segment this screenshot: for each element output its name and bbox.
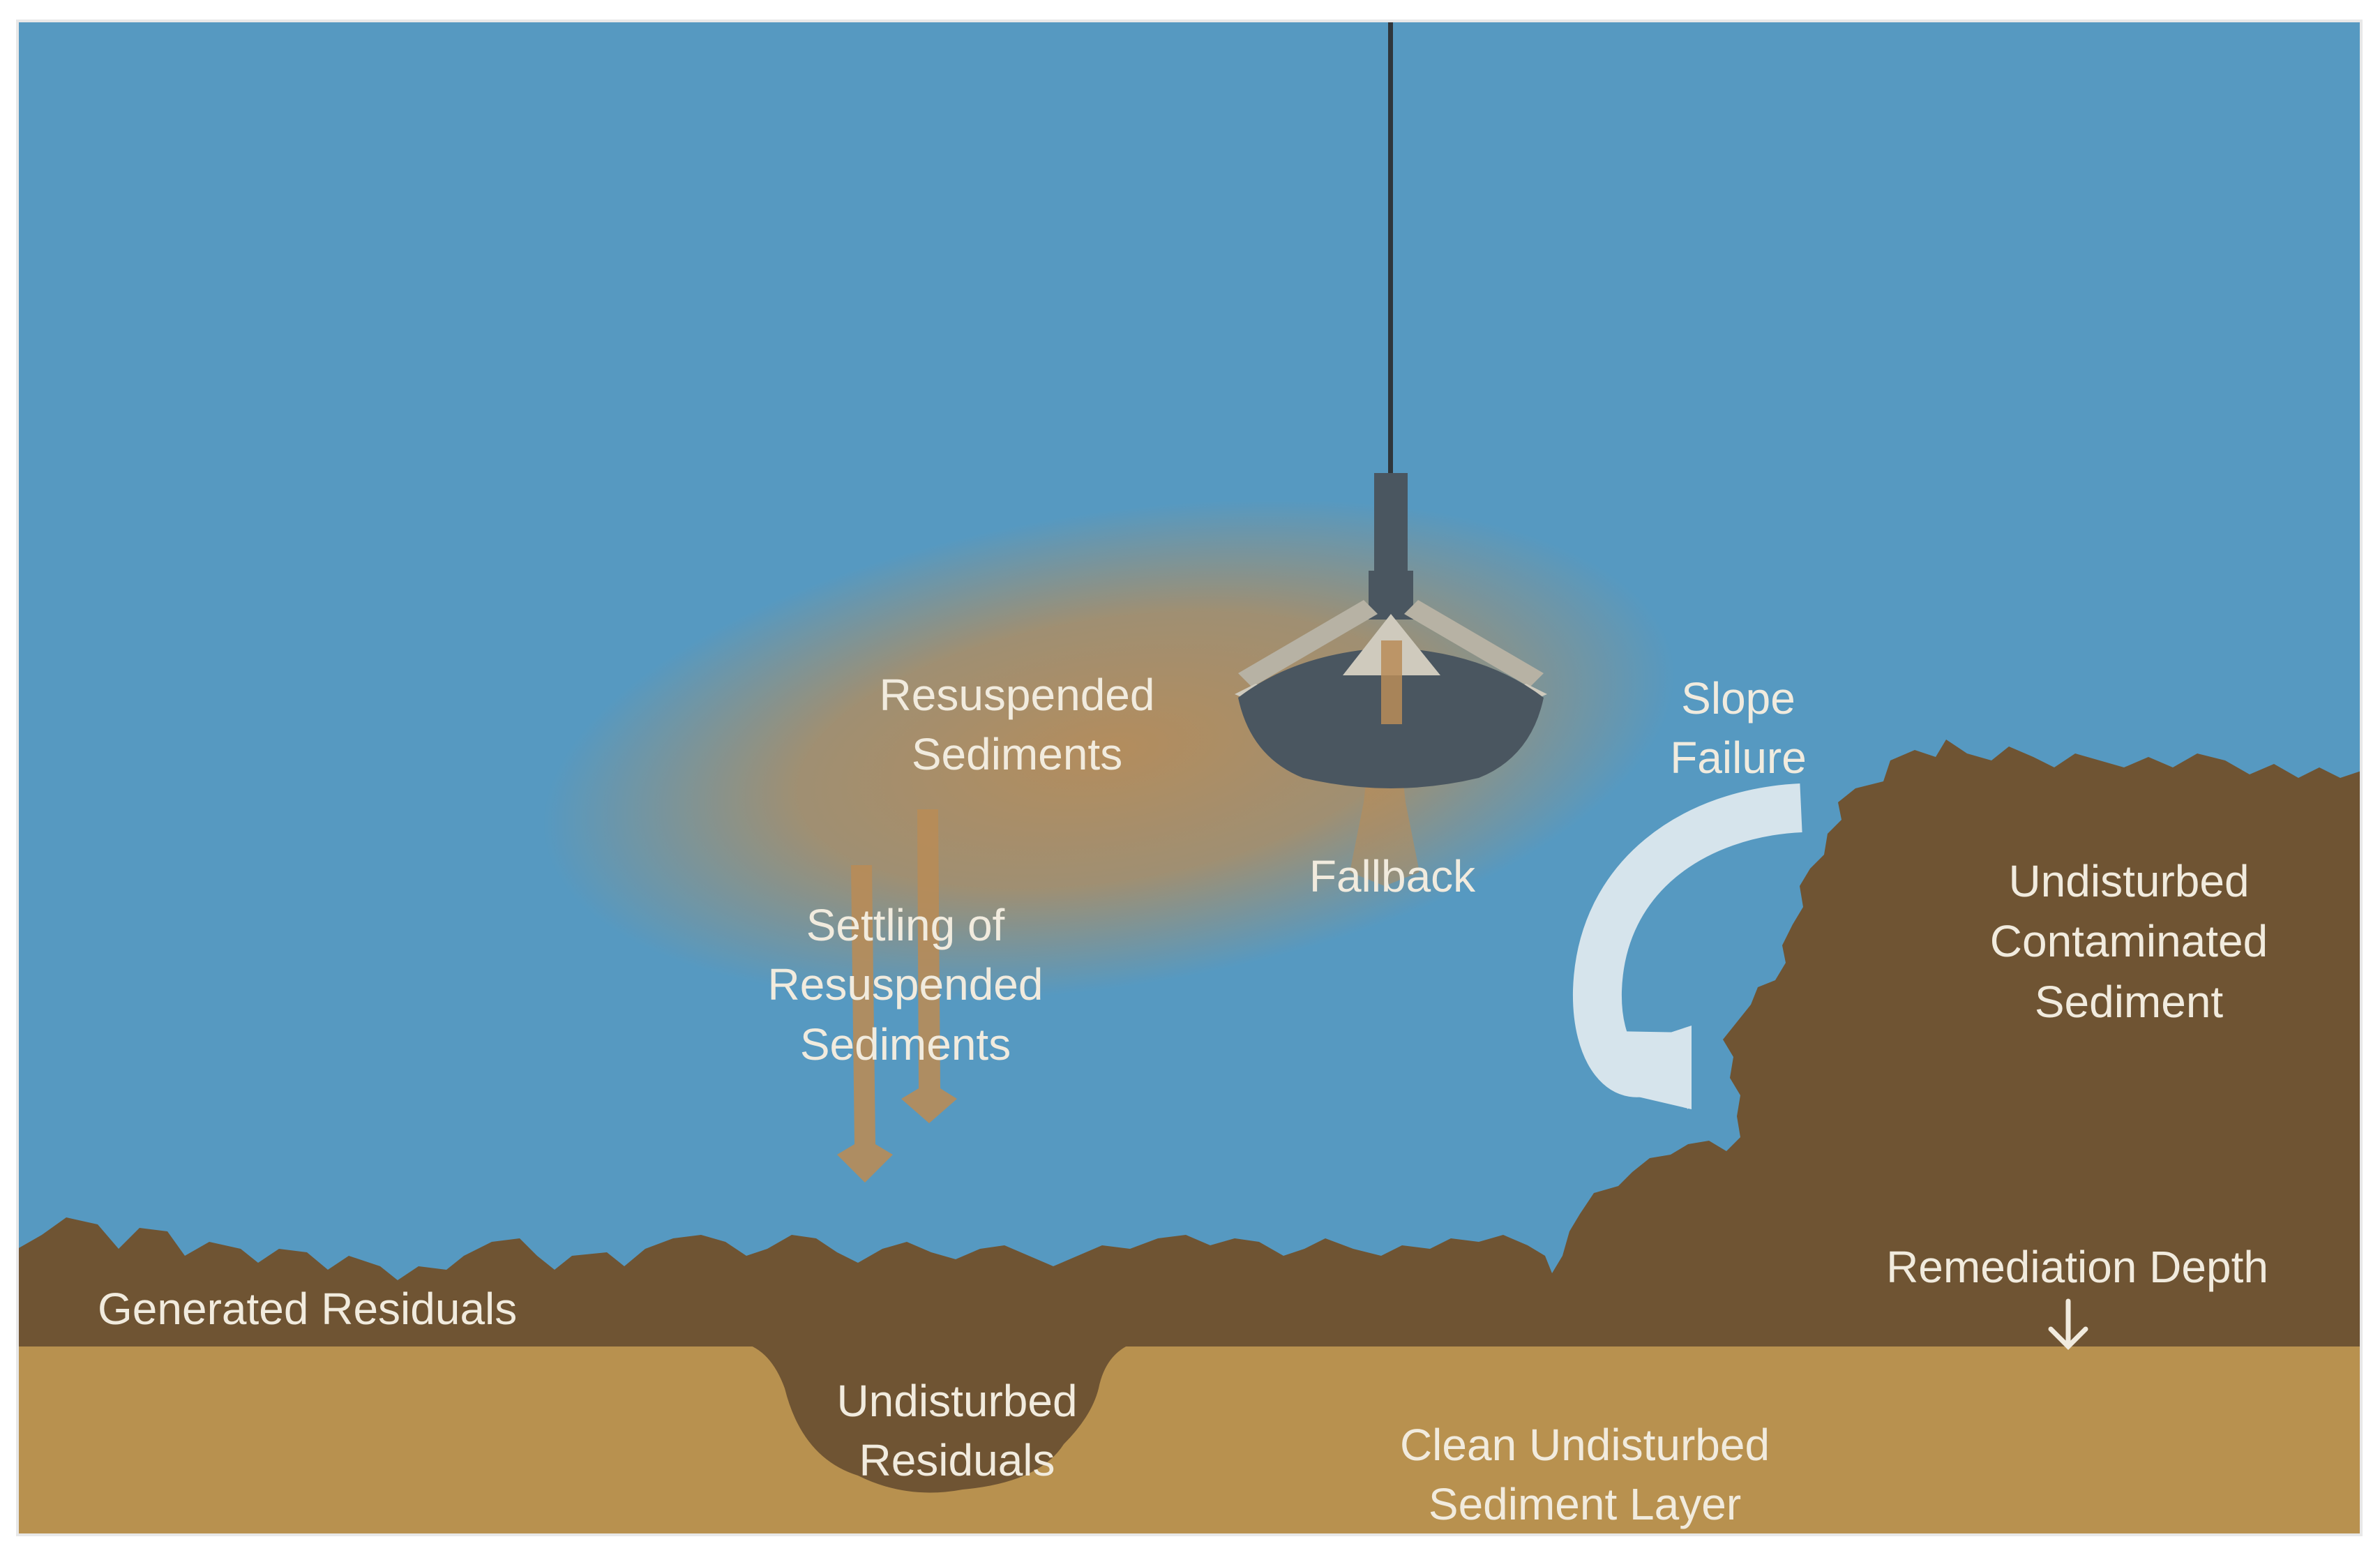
label-slope-failure-1: Slope — [1681, 673, 1795, 723]
settling-streaks — [837, 809, 957, 1183]
label-settling-2: Resuspended — [768, 959, 1044, 1010]
label-resuspended-sediments-1: Resuspended — [880, 670, 1155, 720]
label-remediation-depth: Remediation Depth — [1886, 1242, 2268, 1292]
label-fallback: Fallback — [1309, 851, 1476, 901]
label-slope-failure-2: Failure — [1670, 733, 1807, 783]
slope-failure-arrow — [1572, 783, 1803, 1109]
label-resuspended-sediments-2: Sediments — [912, 729, 1122, 779]
label-clean-sediment-layer-1: Clean Undisturbed — [1400, 1420, 1770, 1470]
label-generated-residuals: Generated Residuals — [98, 1284, 517, 1334]
remediation-depth-arrow — [2048, 1298, 2088, 1350]
label-clean-sediment-layer-2: Sediment Layer — [1429, 1479, 1741, 1529]
clean-sediment-layer — [17, 1346, 2361, 1535]
clamshell-bucket — [1235, 473, 1547, 788]
dredge-cable — [1388, 21, 1393, 474]
figure-border — [16, 20, 2363, 1536]
label-undisturbed-contaminated-2: Contaminated — [1990, 916, 2268, 966]
label-undisturbed-residuals-1: Undisturbed — [836, 1376, 1077, 1426]
contaminated-sediment — [17, 740, 2361, 1346]
label-settling-1: Settling of — [806, 900, 1005, 950]
label-undisturbed-residuals-2: Residuals — [859, 1435, 1055, 1485]
label-undisturbed-contaminated-3: Sediment — [2035, 977, 2224, 1027]
undisturbed-residuals-pocket — [743, 1343, 1133, 1493]
label-settling-3: Sediments — [800, 1019, 1011, 1070]
label-undisturbed-contaminated-1: Undisturbed — [2008, 856, 2249, 906]
